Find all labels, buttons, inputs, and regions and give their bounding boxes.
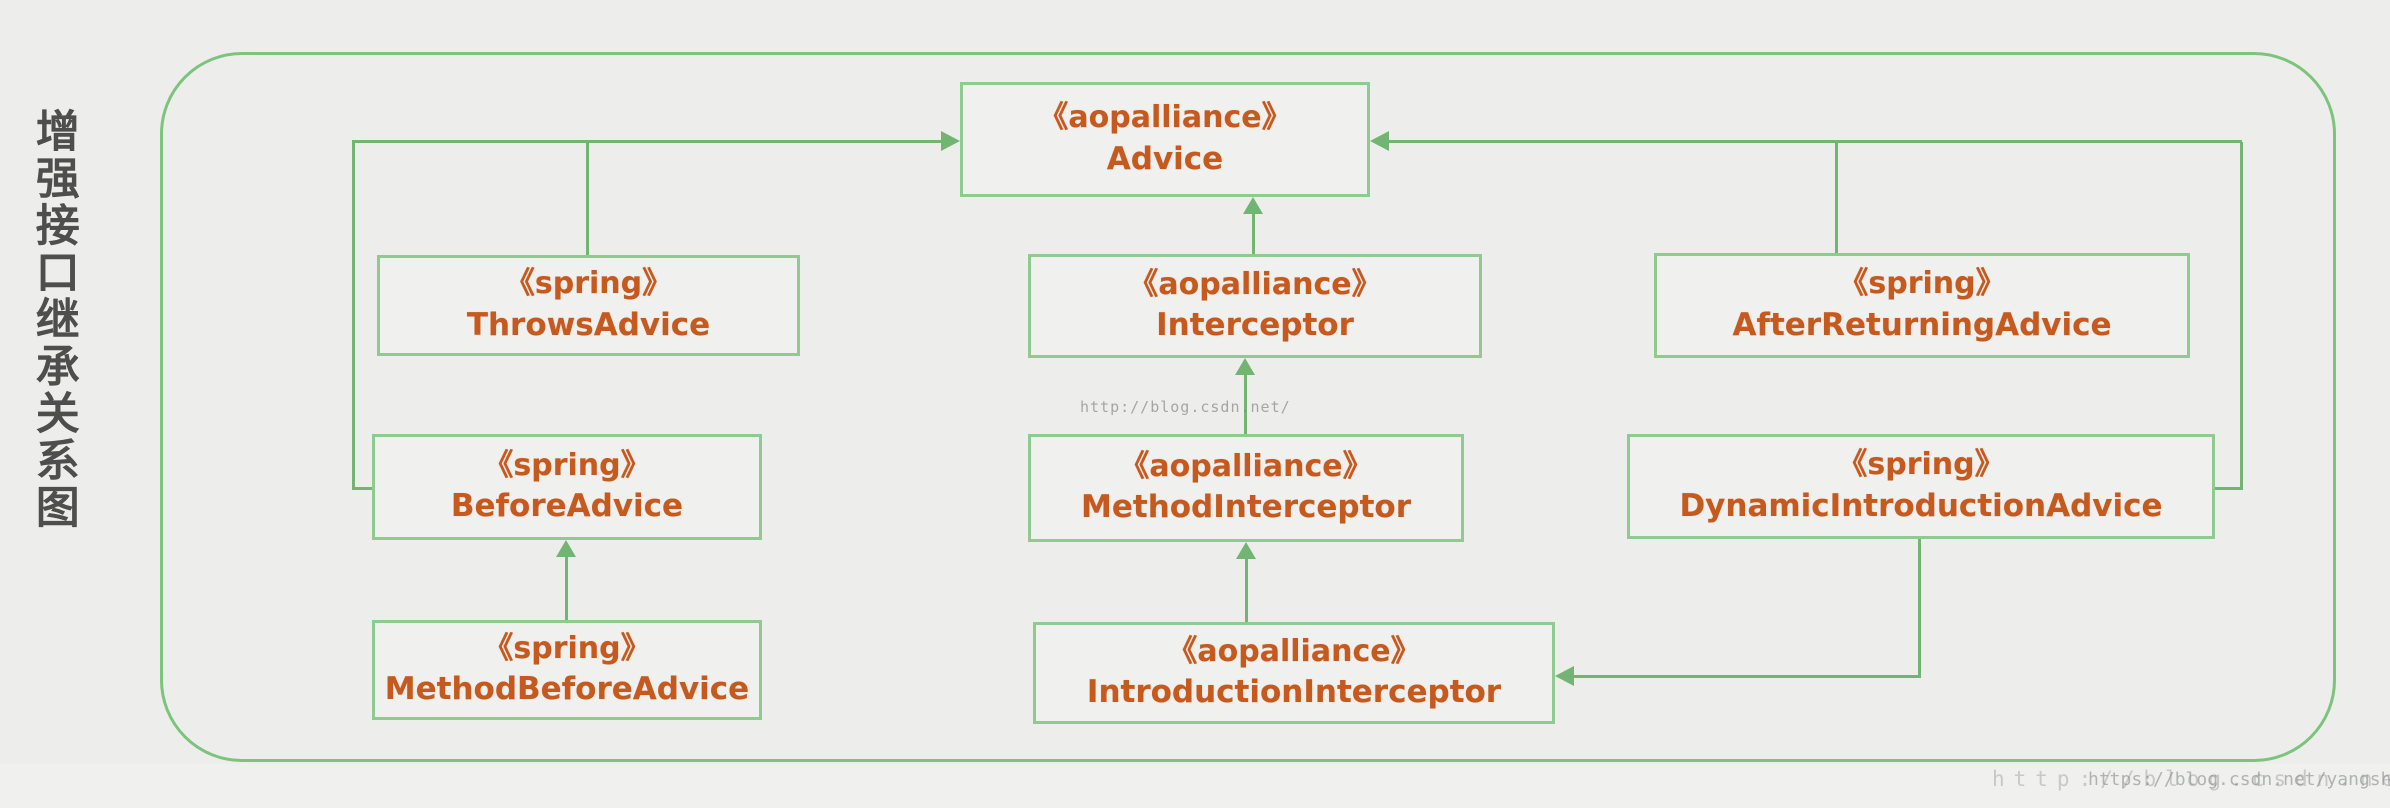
node-spring-afterreturningadvice: 《spring》 AfterReturningAdvice xyxy=(1654,253,2190,358)
diagram-outer-frame xyxy=(160,52,2336,762)
node-aopalliance-methodinterceptor: 《aopalliance》 MethodInterceptor xyxy=(1028,434,1464,542)
node-stereotype: 《spring》 xyxy=(1838,266,2006,302)
node-name: Advice xyxy=(1106,140,1224,177)
edge-line-right-to-advice xyxy=(1386,140,2242,143)
node-stereotype: 《spring》 xyxy=(1837,447,2005,483)
node-stereotype: 《aopalliance》 xyxy=(1128,266,1382,302)
node-aopalliance-introductioninterceptor: 《aopalliance》 IntroductionInterceptor xyxy=(1033,622,1555,724)
arrowhead-into-advice-right-icon xyxy=(1370,131,1389,151)
arrowhead-into-methodinterceptor-bottom-icon xyxy=(1236,542,1256,559)
node-name: ThrowsAdvice xyxy=(466,306,711,343)
node-stereotype: 《aopalliance》 xyxy=(1119,448,1373,484)
arrowhead-into-advice-bottom-icon xyxy=(1243,197,1263,214)
watermark-bottom-right-layer2: https://blog.csdn.net/yangshangwei xyxy=(2088,769,2390,790)
edge-line-throwsadvice-up xyxy=(586,142,589,255)
edge-line-dynamicintroduction-down xyxy=(1918,539,1921,678)
node-name: MethodInterceptor xyxy=(1081,489,1411,526)
bottom-background-strip xyxy=(0,764,2390,808)
node-name: AfterReturningAdvice xyxy=(1732,306,2112,343)
edge-line-right-to-dynamicintroduction xyxy=(2213,487,2243,490)
watermark-bottom-right-layer1: http://blog.csdn.net/ xyxy=(1992,767,2390,791)
node-spring-methodbeforeadvice: 《spring》 MethodBeforeAdvice xyxy=(372,620,762,720)
node-name: BeforeAdvice xyxy=(450,488,684,525)
node-spring-dynamicintroductionadvice: 《spring》 DynamicIntroductionAdvice xyxy=(1627,434,2215,539)
node-stereotype: 《spring》 xyxy=(483,447,651,483)
node-stereotype: 《spring》 xyxy=(504,266,673,302)
node-spring-throwsadvice: 《spring》 ThrowsAdvice xyxy=(377,255,800,356)
edge-line-left-to-advice xyxy=(352,140,944,143)
edge-line-afterreturning-up xyxy=(1835,142,1838,253)
edge-line-methodbefore-to-beforeadvice xyxy=(565,554,568,620)
edge-line-dynamicintroduction-to-introductioninterceptor xyxy=(1572,675,1921,678)
edge-line-methodinterceptor-to-interceptor xyxy=(1244,372,1247,434)
node-stereotype: 《aopalliance》 xyxy=(1038,100,1292,136)
edge-line-left-bracket-vertical xyxy=(352,142,355,490)
node-aopalliance-advice: 《aopalliance》 Advice xyxy=(960,82,1370,197)
node-aopalliance-interceptor: 《aopalliance》 Interceptor xyxy=(1028,254,1482,358)
node-name: Interceptor xyxy=(1156,307,1354,344)
node-name: IntroductionInterceptor xyxy=(1086,674,1502,711)
arrowhead-into-introductioninterceptor-right-icon xyxy=(1555,666,1574,686)
node-name: DynamicIntroductionAdvice xyxy=(1679,487,2163,524)
edge-line-right-bracket-vertical xyxy=(2240,142,2243,490)
edge-line-left-to-beforeadvice xyxy=(352,487,374,490)
diagram-vertical-title: 增强接口继承关系图 xyxy=(27,108,79,531)
watermark-center: http://blog.csdn.net/ xyxy=(1080,398,1291,416)
node-stereotype: 《spring》 xyxy=(483,630,651,666)
node-stereotype: 《aopalliance》 xyxy=(1167,633,1421,669)
edge-line-interceptor-to-advice xyxy=(1252,210,1255,256)
node-name: MethodBeforeAdvice xyxy=(384,671,750,708)
arrowhead-into-beforeadvice-bottom-icon xyxy=(556,540,576,557)
node-spring-beforeadvice: 《spring》 BeforeAdvice xyxy=(372,434,762,540)
edge-line-introductioninterceptor-to-methodinterceptor xyxy=(1245,556,1248,622)
arrowhead-into-advice-left-icon xyxy=(941,131,960,151)
arrowhead-into-interceptor-bottom-icon xyxy=(1235,358,1255,375)
